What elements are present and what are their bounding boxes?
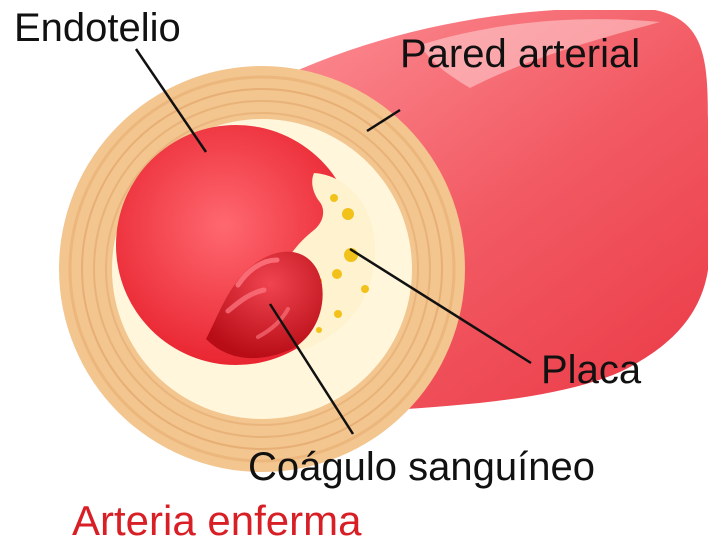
endotelio-label: Endotelio [14, 8, 181, 48]
pared-arterial-label: Pared arterial [400, 34, 640, 74]
diagram-title: Arteria enferma [72, 500, 361, 542]
placa-label: Placa [541, 350, 641, 390]
coagulo-sanguineo-label: Coágulo sanguíneo [248, 447, 595, 487]
